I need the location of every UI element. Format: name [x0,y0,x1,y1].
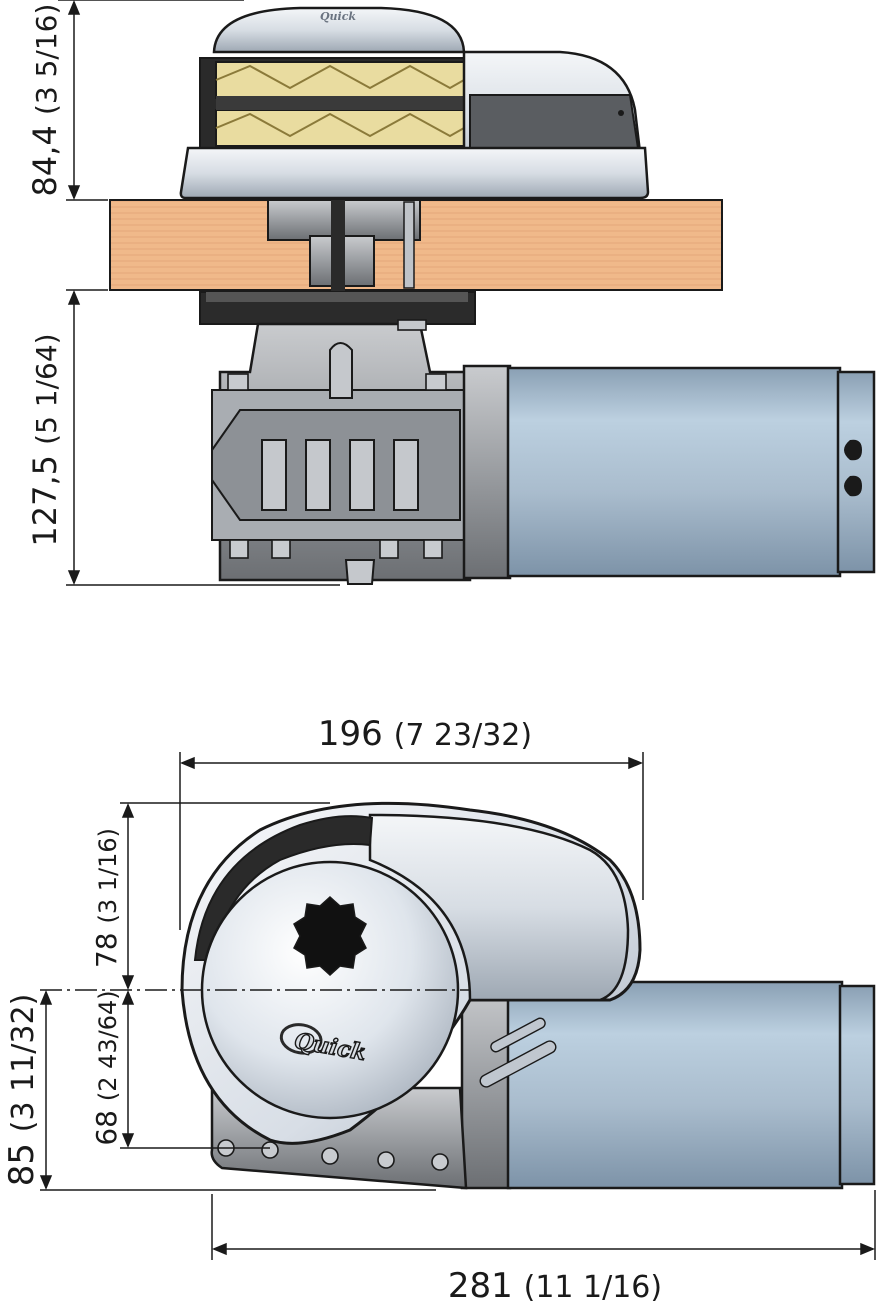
dim-top-total-depth: 85 (3 11/32) [2,994,42,1187]
top-base-bolts [217,1139,449,1171]
motor-body-top [506,980,844,1190]
base-flange [179,146,650,200]
side-dim-lines [58,0,340,586]
handle-socket-icon [293,895,367,977]
motor-flange-side [462,364,512,580]
top-cover-dome [212,6,466,54]
dim-side-upper-height: 84,4 (3 5/16) [26,4,64,197]
top-dim-lines [39,752,876,1260]
dim-top-upper-radius: 78 (3 1/16) [90,828,123,968]
motor-body-side [506,366,842,578]
gypsy-wheel [199,57,476,151]
top-view: Quick [2,714,876,1306]
gearbox-bolts [227,373,447,559]
dim-top-width: 196 (7 23/32) [318,714,532,754]
motor-endcap-side [836,370,876,574]
dim-side-lower-height: 127,5 (5 1/64) [26,333,64,546]
top-gypsy-cover [368,813,630,1002]
side-view: Quick [26,0,876,586]
dim-top-lower-radius: 68 (2 43/64) [90,990,123,1145]
motor-endcap-top [838,984,876,1186]
top-logo-text: Quick [320,10,356,23]
dim-total-length: 281 (11 1/16) [448,1266,662,1306]
